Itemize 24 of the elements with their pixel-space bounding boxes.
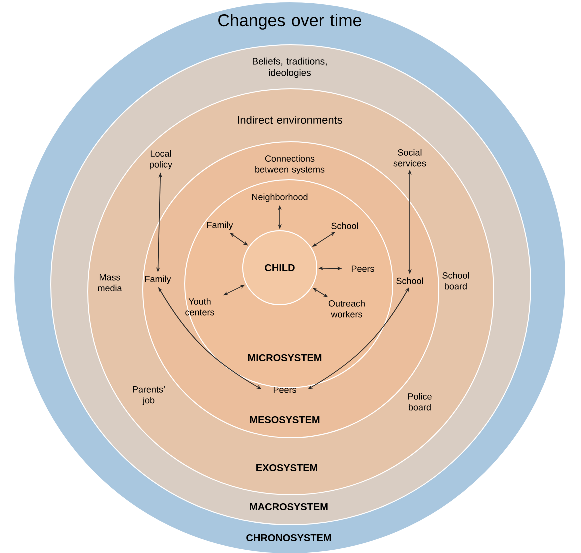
ring-label: Indirect environments [238,116,342,124]
ring-label: Beliefs, traditions, ideologies [253,58,327,78]
system-name: CHRONOSYSTEM [246,534,332,542]
item-label: Family [208,222,234,230]
system-name: MICROSYSTEM [248,354,322,362]
system-name: MACROSYSTEM [250,503,328,511]
item-label: Peers [352,266,374,272]
item-label: Parents’ job [133,386,165,406]
item-label: School board [442,272,470,290]
item-label: School [332,222,358,230]
ring-label: Changes over time [218,14,362,30]
item-label: School [396,278,424,284]
item-label: Peers [274,386,296,394]
item-label: Family [146,276,172,284]
system-name: EXOSYSTEM [256,464,318,472]
item-label: Outreach workers [328,300,365,318]
item-label: Neighborhood [252,194,308,202]
item-label: Social services [394,149,426,167]
ring-label: Connections between systems [256,155,325,175]
item-label: Mass media [98,274,122,292]
item-label: Local policy [150,150,172,170]
system-name: MESOSYSTEM [250,416,320,424]
item-label: Police board [408,393,432,411]
item-label: Youth centers [186,298,214,316]
